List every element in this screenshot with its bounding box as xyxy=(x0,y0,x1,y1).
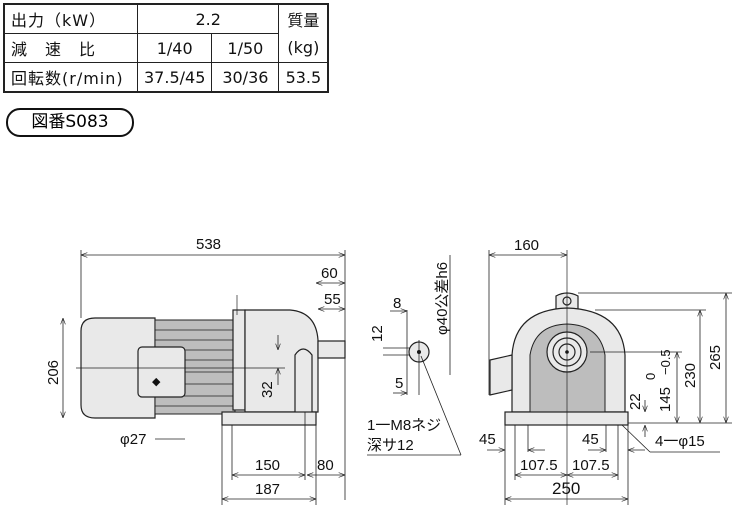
dim-45-left: 45 xyxy=(479,431,496,448)
mass-unit: (kg) xyxy=(278,33,330,63)
dim-55: 55 xyxy=(324,291,341,308)
dim-5: 5 xyxy=(395,375,403,392)
flange xyxy=(232,309,246,411)
dim-8: 8 xyxy=(393,295,401,312)
speed-label: 回転数(r/min) xyxy=(3,62,138,93)
front-view: 160 265 230 145 0 −0.5 22 4一φ15 45 45 10… xyxy=(479,237,732,505)
shaft-detail: 8 12 5 φ40公差h6 1一M8ネジ 深サ12 xyxy=(367,255,462,456)
dim-conduit: φ27 xyxy=(120,431,146,448)
ratio-1: 1/40 xyxy=(136,33,213,63)
output-shaft xyxy=(317,340,346,359)
dim-80: 80 xyxy=(317,457,334,474)
dim-187: 187 xyxy=(255,481,280,498)
output-boss xyxy=(294,348,313,412)
table-row: 減 速 比 1/40 1/50 (kg) xyxy=(3,33,330,63)
mass-value: 53.5 xyxy=(278,62,330,93)
side-view: ◆ 538 60 55 206 32 φ27 150 80 187 xyxy=(45,236,346,505)
tap-spec: 1一M8ネジ xyxy=(367,417,441,434)
table-row: 出力（kW） 2.2 質量 xyxy=(3,3,330,34)
dim-206: 206 xyxy=(45,360,62,385)
dim-150: 150 xyxy=(255,457,280,474)
drawing-number-badge: 図番S083 xyxy=(6,108,134,137)
speed-2: 30/36 xyxy=(211,62,280,93)
output-label: 出力（kW） xyxy=(3,3,138,34)
dim-107-5-right: 107.5 xyxy=(572,457,610,474)
spec-table: 出力（kW） 2.2 質量 減 速 比 1/40 1/50 (kg) 回転数(r… xyxy=(3,3,330,93)
dim-45-right: 45 xyxy=(582,431,599,448)
logo-icon: ◆ xyxy=(152,376,161,388)
dim-538: 538 xyxy=(196,236,221,253)
dim-12: 12 xyxy=(369,325,386,342)
base xyxy=(221,411,317,426)
tap-depth: 深サ12 xyxy=(367,437,414,454)
dim-107-5-left: 107.5 xyxy=(520,457,558,474)
dim-32: 32 xyxy=(259,381,276,398)
dim-145: 145 xyxy=(657,387,674,412)
dim-160: 160 xyxy=(514,237,539,254)
terminal-box-side xyxy=(489,354,513,396)
terminal-box xyxy=(137,346,186,398)
mass-label: 質量 xyxy=(278,3,330,34)
tolerance-upper: 0 xyxy=(643,373,658,380)
ratio-2: 1/50 xyxy=(211,33,280,63)
table-row: 回転数(r/min) 37.5/45 30/36 53.5 xyxy=(3,62,330,93)
tolerance-lower: −0.5 xyxy=(658,349,673,375)
dim-60: 60 xyxy=(321,265,338,282)
dim-265: 265 xyxy=(707,345,724,370)
output-value: 2.2 xyxy=(136,3,280,34)
dim-22: 22 xyxy=(627,393,644,410)
dim-230: 230 xyxy=(682,363,699,388)
hole-spec: 4一φ15 xyxy=(655,433,705,450)
dim-shaft-diameter: φ40公差h6 xyxy=(434,262,451,335)
speed-1: 37.5/45 xyxy=(136,62,213,93)
ratio-label: 減 速 比 xyxy=(3,33,138,63)
front-base xyxy=(504,411,629,426)
dim-250: 250 xyxy=(552,479,580,498)
